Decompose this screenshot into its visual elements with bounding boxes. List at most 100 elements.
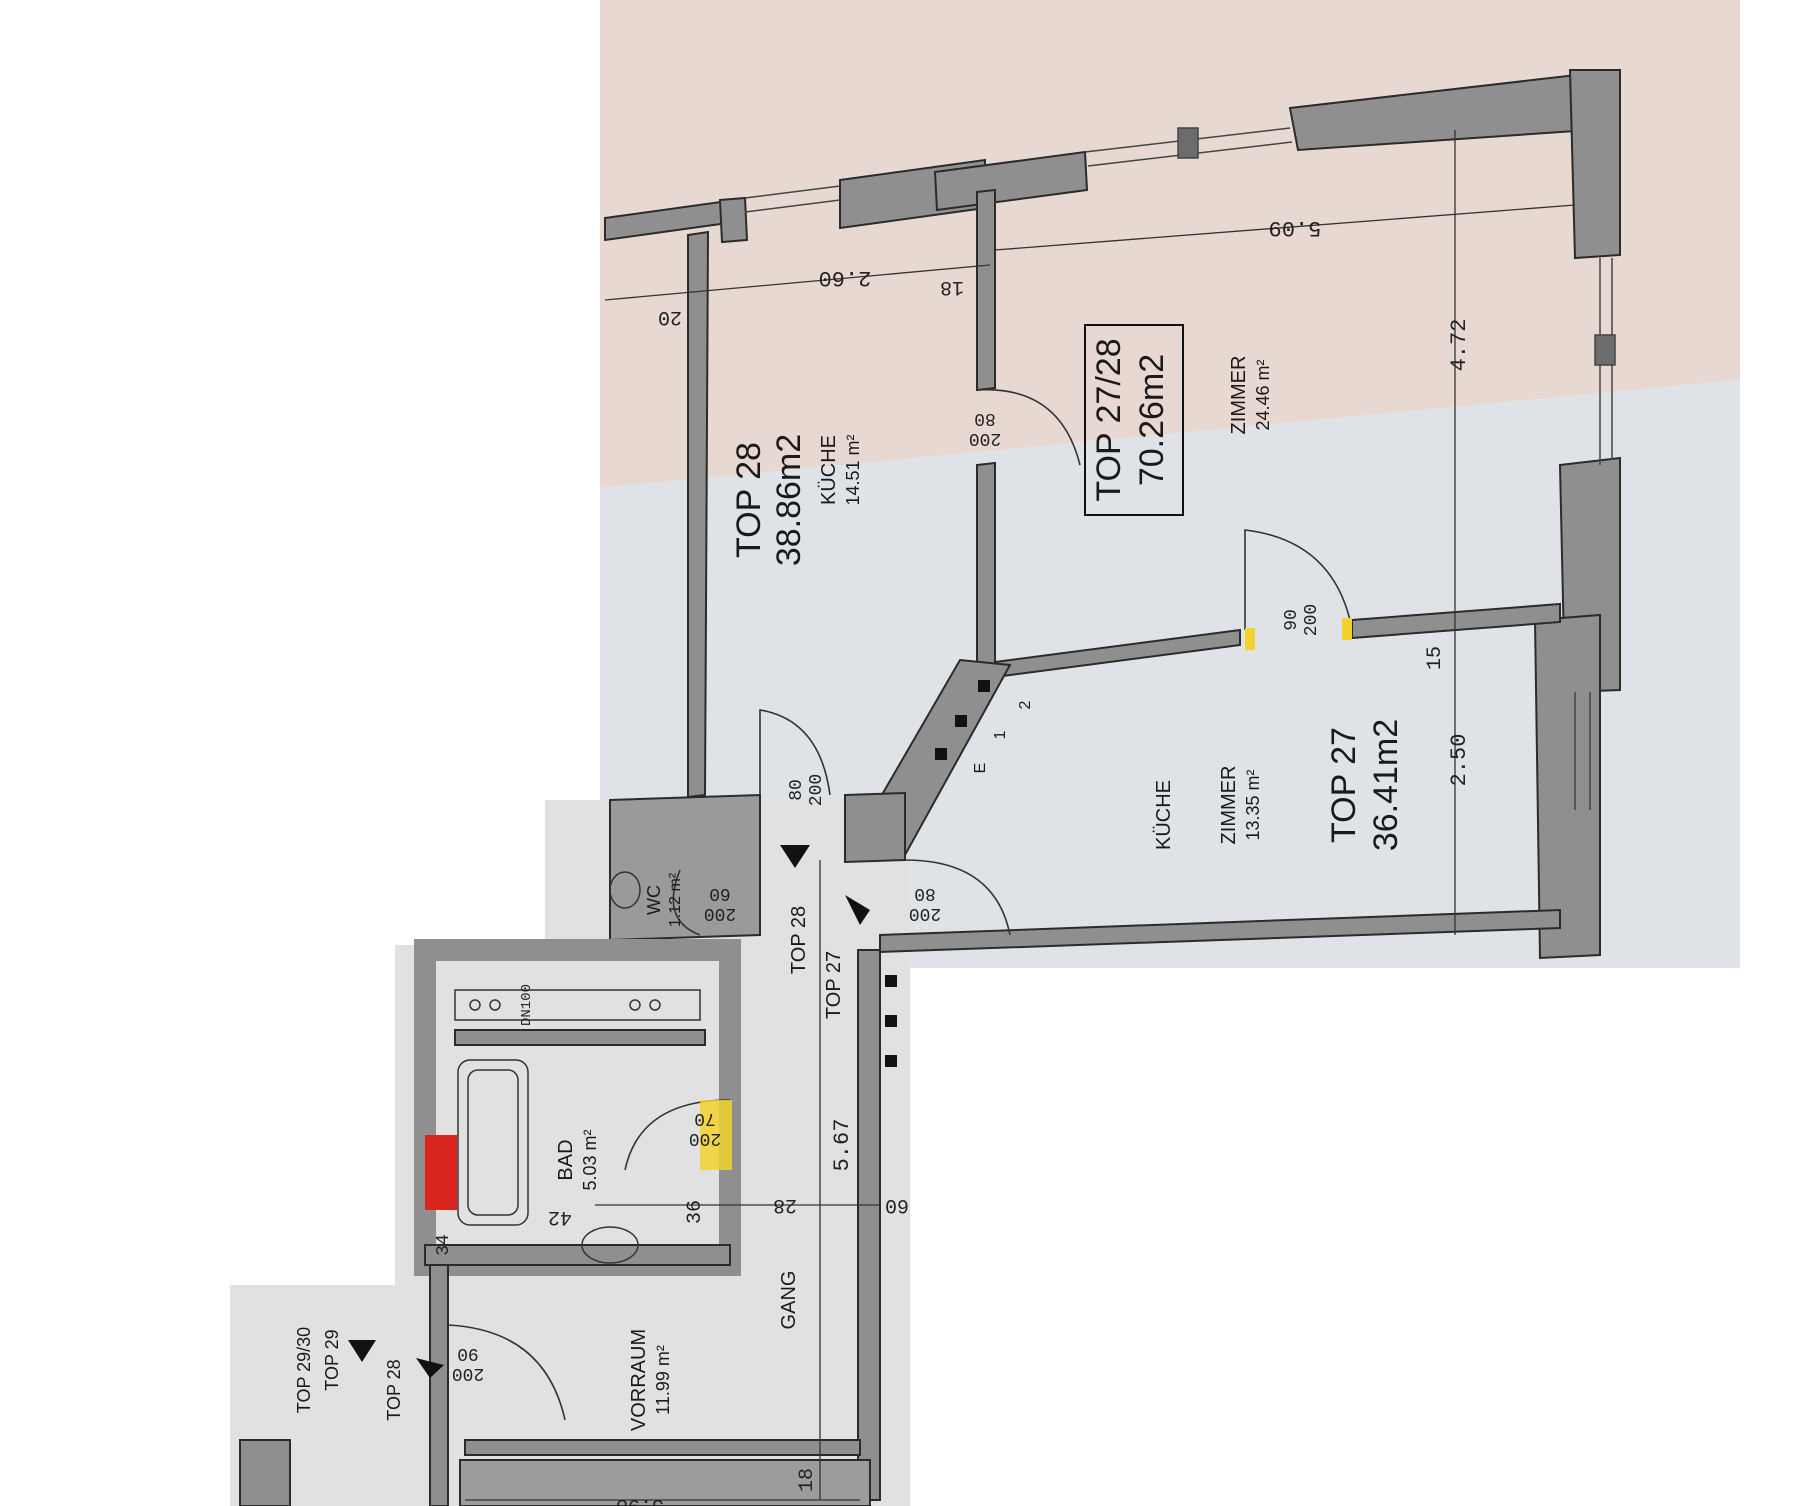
stair-mark-1: 1 bbox=[992, 730, 1009, 739]
wall-bottom-strip bbox=[459, 1459, 871, 1506]
flue-1 bbox=[935, 748, 947, 760]
door-label-gang: 80 200 bbox=[787, 774, 827, 806]
room-name-bad: BAD bbox=[555, 1139, 577, 1180]
flue-5 bbox=[885, 1055, 897, 1067]
door-label-zimmer-27: 90 200 bbox=[1282, 604, 1322, 636]
door-gang-height: 200 bbox=[807, 774, 827, 806]
wall-corridor-block bbox=[609, 793, 761, 942]
unit-label-top-28: TOP 28 38.86m2 bbox=[730, 434, 808, 566]
door-zimmer-27-height: 200 bbox=[1302, 604, 1322, 636]
corridor-label-top-27: TOP 27 bbox=[823, 951, 845, 1019]
entry-arrow-top28-small bbox=[416, 1358, 444, 1378]
door-label-bad: 200 70 bbox=[689, 1108, 721, 1148]
unit-area-top-28: 38.86m2 bbox=[770, 434, 808, 566]
room-label-zimmer-28: ZIMMER 24.46 m² bbox=[1228, 356, 1273, 435]
unit-area-top-27: 36.41m2 bbox=[1367, 719, 1405, 851]
toilet bbox=[609, 871, 641, 909]
wall-bottom-top27 bbox=[879, 908, 1561, 954]
unit-title-top-27-28: TOP 27/28 bbox=[1090, 338, 1128, 501]
wall-bath-bottom bbox=[424, 1244, 731, 1266]
stair-mark-2: 2 bbox=[1017, 700, 1034, 709]
unit-title-top-28: TOP 28 bbox=[730, 442, 768, 558]
room-area-zimmer-28: 24.46 m² bbox=[1253, 359, 1273, 430]
corridor-label-top-29: TOP 29 bbox=[322, 1329, 342, 1390]
highlight-shaft-red bbox=[425, 1135, 457, 1210]
door-highlights bbox=[425, 618, 1352, 1210]
room-area-vorraum: 11.99 m² bbox=[653, 1345, 673, 1415]
door-vorraum-width: 90 bbox=[457, 1343, 479, 1363]
room-name-wc: WC bbox=[644, 885, 664, 915]
unit-label-top-27: TOP 27 36.41m2 bbox=[1325, 719, 1405, 851]
dimension-lines bbox=[465, 130, 1576, 1501]
dim-20: 20 bbox=[658, 305, 682, 328]
highlight-door-bad bbox=[700, 1100, 732, 1170]
door-label-kueche-27: 200 80 bbox=[909, 883, 941, 923]
wall-vorraum-left bbox=[429, 1264, 449, 1506]
dim-60: 60 bbox=[885, 1193, 909, 1216]
door-arc-zimmer-27 bbox=[1244, 529, 1351, 630]
door-kueche-27-height: 200 bbox=[909, 903, 941, 923]
room-area-kueche-28: 14.51 m² bbox=[843, 434, 863, 505]
door-vorraum-height: 200 bbox=[452, 1363, 484, 1383]
dim-line-horizontal-kitchen bbox=[604, 264, 991, 301]
room-name-kueche-27: KÜCHE bbox=[1153, 780, 1175, 850]
unit-area-top-27-28: 70.26m2 bbox=[1133, 354, 1171, 486]
door-kueche-27-width: 80 bbox=[914, 883, 936, 903]
corridor-text-top-27: TOP 27 bbox=[823, 951, 845, 1019]
door-arc-wc bbox=[672, 869, 701, 936]
unit-box-frame bbox=[1084, 324, 1184, 516]
wall-vorraum-bottom bbox=[464, 1439, 861, 1456]
stove-ring-2 bbox=[489, 999, 501, 1011]
wall-top-mid-2 bbox=[933, 150, 1089, 212]
highlight-door-zimmer-27-right bbox=[1342, 618, 1352, 640]
door-label-kueche-28: 200 80 bbox=[969, 408, 1001, 448]
door-label-vorraum: 200 90 bbox=[452, 1343, 484, 1383]
wall-int-kitchen-zimmer-lower bbox=[976, 461, 996, 674]
door-label-wc: 200 60 bbox=[704, 883, 736, 923]
room-area-zimmer-27: 13.35 m² bbox=[1243, 769, 1263, 840]
room-area-wc: 1.12 m² bbox=[667, 872, 684, 927]
room-area-bad: 5.03 m² bbox=[580, 1129, 600, 1190]
dim-2-60: 2.60 bbox=[819, 265, 872, 290]
door-wc-width: 60 bbox=[709, 883, 731, 903]
shaft-label: DN100 bbox=[519, 984, 535, 1026]
bathtub bbox=[457, 1059, 529, 1226]
room-label-bad: BAD 5.03 m² bbox=[555, 1129, 600, 1190]
entry-arrow-top27 bbox=[845, 895, 870, 925]
door-bad-height: 200 bbox=[689, 1128, 721, 1148]
entry-arrow-top28 bbox=[780, 845, 810, 868]
windows bbox=[744, 127, 1616, 810]
room-name-zimmer-27: ZIMMER bbox=[1218, 766, 1240, 845]
wall-right-lower bbox=[1533, 613, 1601, 960]
unit-box-top-27-28: TOP 27/28 70.26m2 bbox=[1084, 324, 1184, 516]
chimney-flues bbox=[885, 680, 990, 1067]
dim-18-bottom: 18 bbox=[796, 1468, 819, 1492]
door-bad-width: 70 bbox=[694, 1108, 716, 1128]
doors bbox=[447, 388, 1351, 1421]
fixtures bbox=[454, 871, 701, 1264]
entry-markers bbox=[348, 845, 870, 1378]
door-arc-gang bbox=[759, 709, 831, 796]
corridor-label-top-28: TOP 28 bbox=[788, 906, 810, 974]
wall-stair-left bbox=[844, 791, 906, 864]
corridor-text-top-29: TOP 29 bbox=[322, 1329, 342, 1390]
wall-right-upper bbox=[1568, 69, 1621, 260]
dim-4-72: 4.72 bbox=[1447, 319, 1472, 372]
dim-42: 42 bbox=[548, 1205, 572, 1228]
flue-4 bbox=[885, 1015, 897, 1027]
dim-28: 28 bbox=[773, 1193, 797, 1216]
room-name-gang: GANG bbox=[778, 1271, 800, 1330]
room-name-kueche-28: KÜCHE bbox=[818, 435, 840, 505]
dim-36: 36 bbox=[684, 1200, 707, 1224]
wall-left-bottom-block bbox=[239, 1439, 291, 1506]
kitchen-counter bbox=[454, 989, 701, 1021]
door-kueche-28-height: 200 bbox=[969, 428, 1001, 448]
stove-ring-4 bbox=[649, 999, 661, 1011]
dim-line-horizontal-top bbox=[994, 204, 1576, 251]
highlight-door-zimmer-27-left bbox=[1245, 628, 1255, 650]
window-top-2 bbox=[744, 185, 841, 213]
wall-corridor-right bbox=[857, 949, 881, 1501]
dim-18: 18 bbox=[940, 275, 964, 298]
door-wc-height: 200 bbox=[704, 903, 736, 923]
